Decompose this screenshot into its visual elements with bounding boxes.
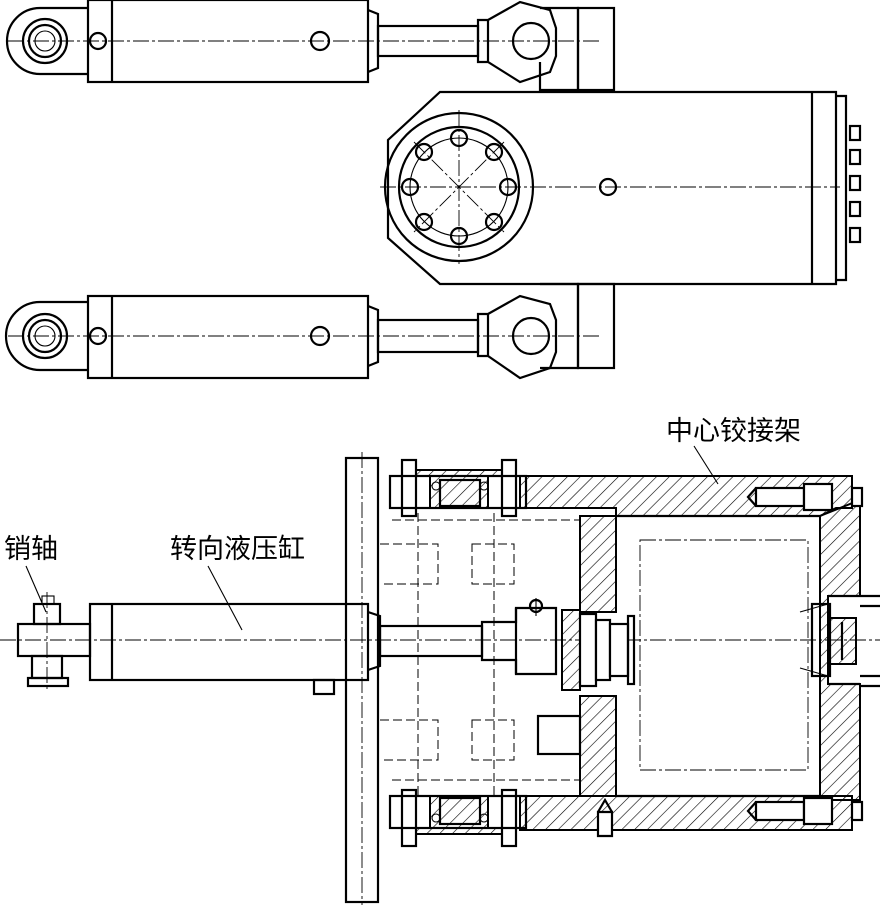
right-end-cap bbox=[799, 594, 880, 688]
steering-cylinder-section bbox=[88, 602, 484, 696]
housing-bolts bbox=[596, 482, 864, 838]
section-view bbox=[0, 445, 880, 905]
rod-end-clevis bbox=[480, 598, 558, 676]
center-hinge-plate bbox=[380, 90, 862, 286]
leader-center-hinge-frame bbox=[693, 445, 719, 485]
top-view bbox=[4, 0, 862, 380]
label-steering-cylinder: 转向液压缸 bbox=[170, 534, 305, 565]
lower-cylinder-assembly bbox=[4, 282, 616, 380]
label-center-hinge-frame: 中心铰接架 bbox=[666, 416, 801, 447]
phantom-blocks bbox=[380, 500, 580, 800]
pin-shaft-assembly bbox=[16, 592, 92, 692]
upper-cylinder-assembly bbox=[5, 0, 616, 92]
bearing-flange bbox=[536, 609, 636, 756]
bottom-pin-boss bbox=[388, 788, 528, 848]
label-pin-shaft: 销轴 bbox=[4, 534, 58, 565]
top-pin-boss bbox=[388, 458, 528, 518]
leader-pin-shaft bbox=[25, 565, 47, 613]
leader-steering-cylinder bbox=[207, 565, 243, 631]
